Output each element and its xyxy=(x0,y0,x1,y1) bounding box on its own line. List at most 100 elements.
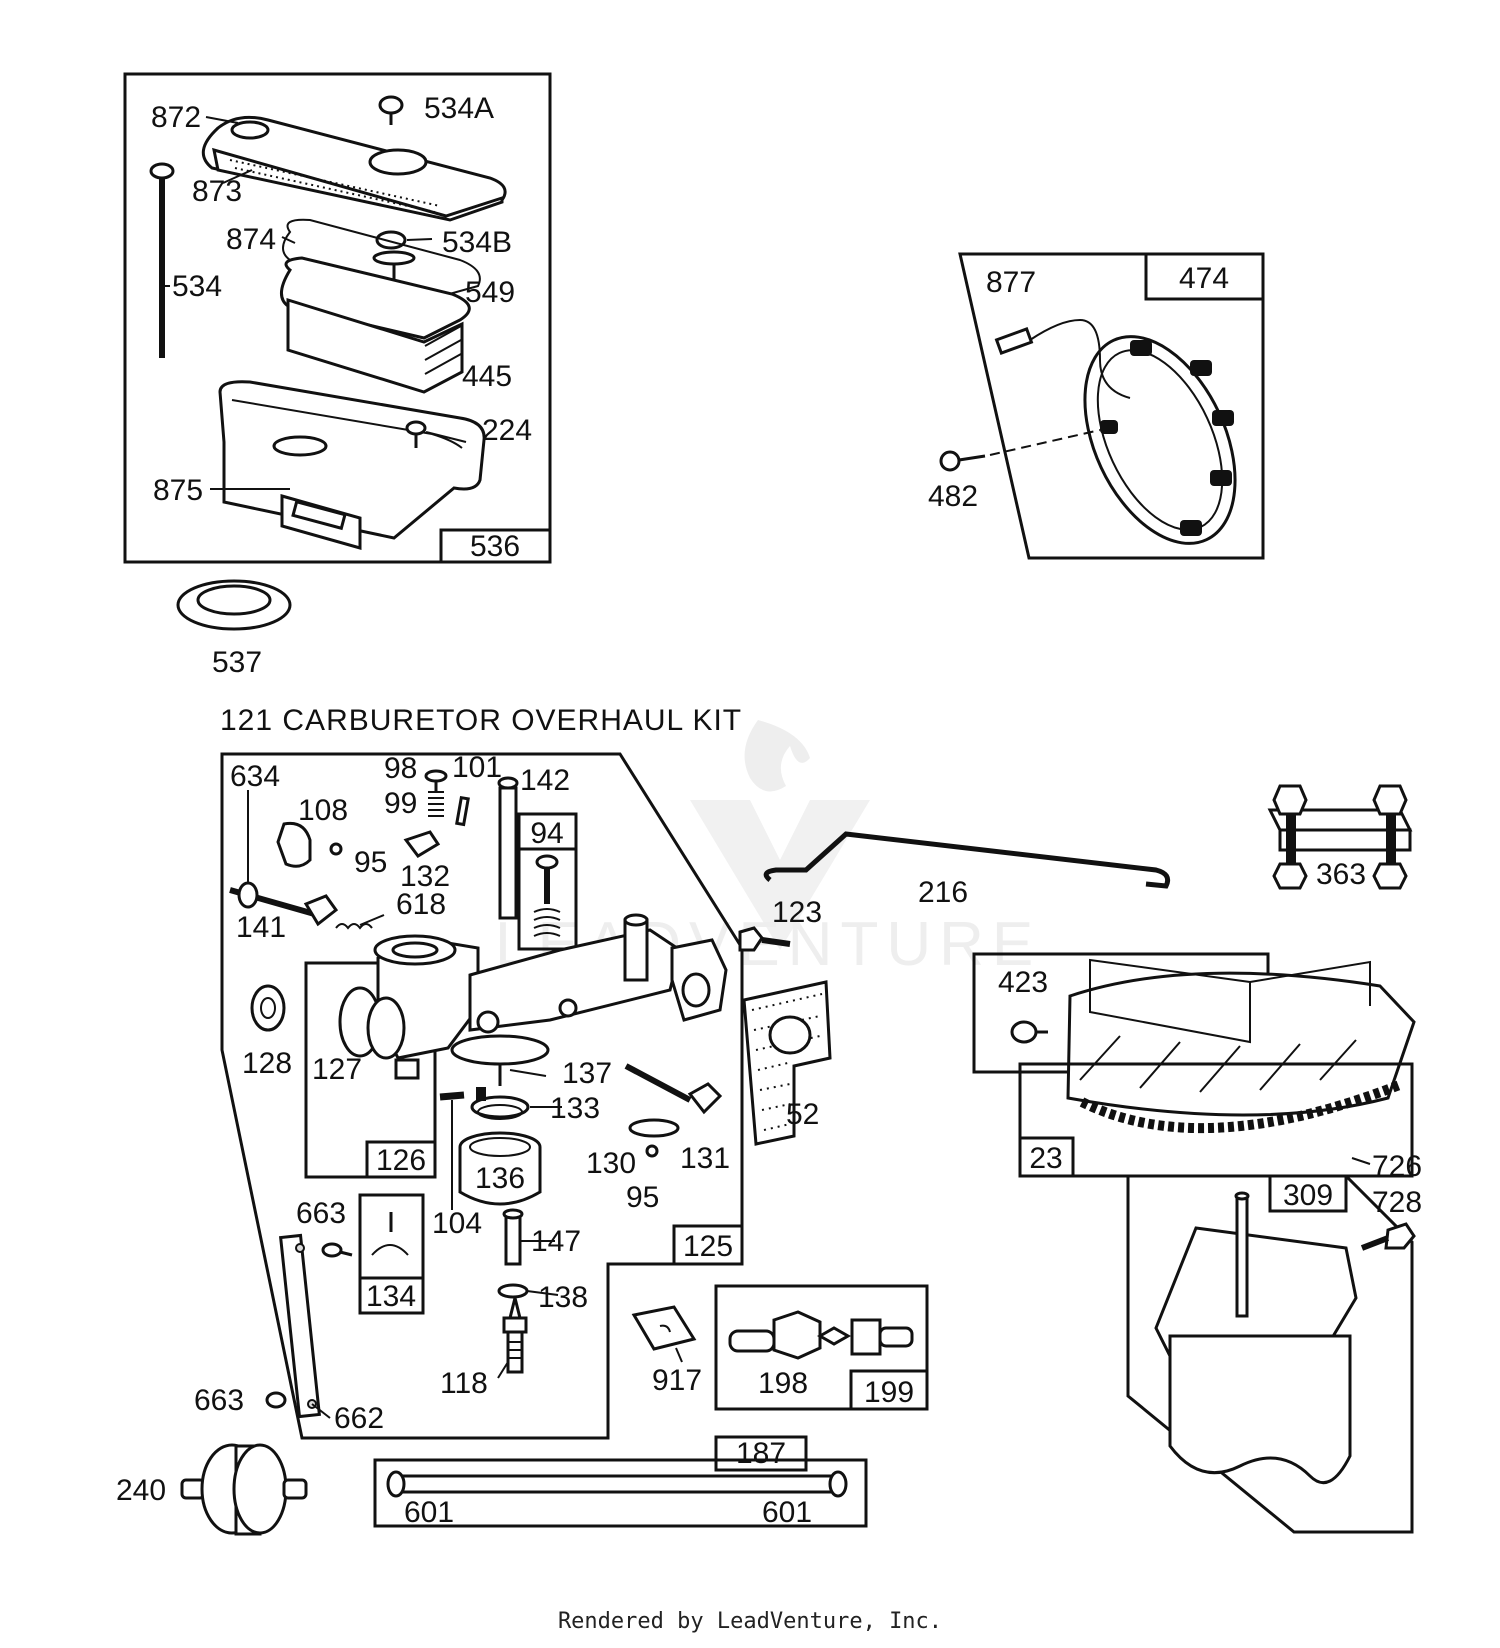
label-127: 127 xyxy=(312,1053,362,1086)
needle-valve-94 xyxy=(533,854,561,937)
link-662 xyxy=(278,1233,322,1419)
box-23-label: 23 xyxy=(1029,1142,1062,1175)
box-536-label: 536 xyxy=(470,530,520,563)
box-187-label: 187 xyxy=(736,1437,786,1470)
fitting-198 xyxy=(728,1329,776,1353)
label-130: 130 xyxy=(586,1147,636,1180)
choke-plate-130 xyxy=(628,1118,680,1138)
air-cleaner-cover xyxy=(201,115,507,220)
label-873: 873 xyxy=(192,175,242,208)
label-618: 618 xyxy=(396,888,446,921)
box-125 xyxy=(672,1224,744,1266)
label-142: 142 xyxy=(520,764,570,797)
spring-133 xyxy=(470,1095,530,1119)
box-134-label: 134 xyxy=(366,1280,416,1313)
screw-123: 123 xyxy=(738,896,822,952)
box-136-label: 136 xyxy=(475,1162,525,1195)
float-bowl-136: 136 xyxy=(458,1131,542,1206)
fuel-line xyxy=(394,1474,840,1494)
label-663b: 663 xyxy=(194,1384,244,1417)
filter-cartridge-top xyxy=(280,256,471,340)
carburetor-fitting xyxy=(394,1058,420,1080)
needle-valve-118 xyxy=(502,1297,528,1374)
alternator-assembly: 474 877 482 xyxy=(928,252,1265,560)
box-309-label: 309 xyxy=(1283,1179,1333,1212)
fuel-filter-240: 240 xyxy=(116,1443,308,1536)
long-stud-534 xyxy=(149,162,175,358)
gasket-127b xyxy=(366,996,406,1060)
label-874: 874 xyxy=(226,223,276,256)
screw-95b xyxy=(645,1144,659,1158)
label-123: 123 xyxy=(772,896,822,929)
carburetor-assembly: 125 126 94 134 xyxy=(194,751,744,1440)
footer-credit: Rendered by LeadVenture, Inc. xyxy=(558,1609,942,1634)
precleaner-foam xyxy=(212,147,504,222)
base-outlet xyxy=(272,435,328,457)
gasket-917: 917 xyxy=(631,1305,702,1397)
label-147: 147 xyxy=(531,1225,581,1258)
crankcase-assembly: 309 728 xyxy=(1126,1174,1422,1534)
label-662: 662 xyxy=(334,1402,384,1435)
fittings-box xyxy=(714,1284,929,1411)
pin-104 xyxy=(439,1091,465,1101)
fuel-line-box xyxy=(373,1458,868,1528)
screw-95a xyxy=(329,842,343,856)
label-482: 482 xyxy=(928,480,978,513)
carburetor-kit-box xyxy=(220,752,744,1440)
label-726: 726 xyxy=(1372,1150,1422,1183)
bracket-363: 363 xyxy=(1267,784,1413,891)
box-309 xyxy=(1268,1174,1348,1213)
label-537: 537 xyxy=(212,646,262,679)
label-118: 118 xyxy=(440,1367,488,1400)
label-138: 138 xyxy=(538,1281,588,1314)
ring-gear-726 xyxy=(1079,1079,1404,1134)
tube-142 xyxy=(497,776,519,920)
emulsion-tube-147 xyxy=(502,1208,524,1266)
governor-link-216: 216 xyxy=(763,831,1171,909)
label-128: 128 xyxy=(242,1047,292,1080)
label-99: 99 xyxy=(384,787,417,820)
label-137: 137 xyxy=(562,1057,612,1090)
carburetor-body xyxy=(373,913,728,1080)
screw-482 xyxy=(939,429,1101,472)
box-94 xyxy=(517,812,578,851)
label-917: 917 xyxy=(652,1364,702,1397)
throttle-shaft-141 xyxy=(229,881,339,927)
bowl-top-137 xyxy=(450,1034,550,1066)
flywheel-assembly: 727 423 23 726 xyxy=(972,952,1422,1183)
box-187 xyxy=(714,1435,808,1472)
box-23 xyxy=(1018,1136,1075,1178)
clamp-601a xyxy=(386,1470,406,1498)
label-132: 132 xyxy=(400,860,450,893)
box-126 xyxy=(365,1140,437,1179)
screw-534a xyxy=(378,95,404,125)
box-199-label: 199 xyxy=(864,1376,914,1409)
screw-224 xyxy=(405,420,427,448)
label-875: 875 xyxy=(153,474,203,507)
label-534: 534 xyxy=(172,270,222,303)
connector-877 xyxy=(994,327,1034,355)
box-134 xyxy=(358,1276,425,1315)
label-131: 131 xyxy=(680,1142,730,1175)
label-104: 104 xyxy=(432,1207,482,1240)
label-98: 98 xyxy=(384,752,417,785)
label-445: 445 xyxy=(462,360,512,393)
box-199 xyxy=(849,1369,929,1411)
label-663a: 663 xyxy=(296,1197,346,1230)
choke-shaft-131 xyxy=(624,1063,723,1115)
spring-618 xyxy=(335,923,373,930)
label-872: 872 xyxy=(151,101,201,134)
box-536 xyxy=(439,528,552,564)
box-125-label: 125 xyxy=(683,1230,733,1263)
label-141: 141 xyxy=(236,911,286,944)
washer-138 xyxy=(497,1283,529,1299)
label-95b: 95 xyxy=(626,1181,659,1214)
label-216: 216 xyxy=(918,876,968,909)
box-94-label: 94 xyxy=(530,817,563,850)
cover-hole xyxy=(368,148,428,176)
box-126-label: 126 xyxy=(376,1144,426,1177)
screw-728 xyxy=(1360,1222,1416,1251)
carburetor-kit-title: 121 CARBURETOR OVERHAUL KIT xyxy=(220,704,742,737)
screw-663b xyxy=(265,1391,287,1409)
